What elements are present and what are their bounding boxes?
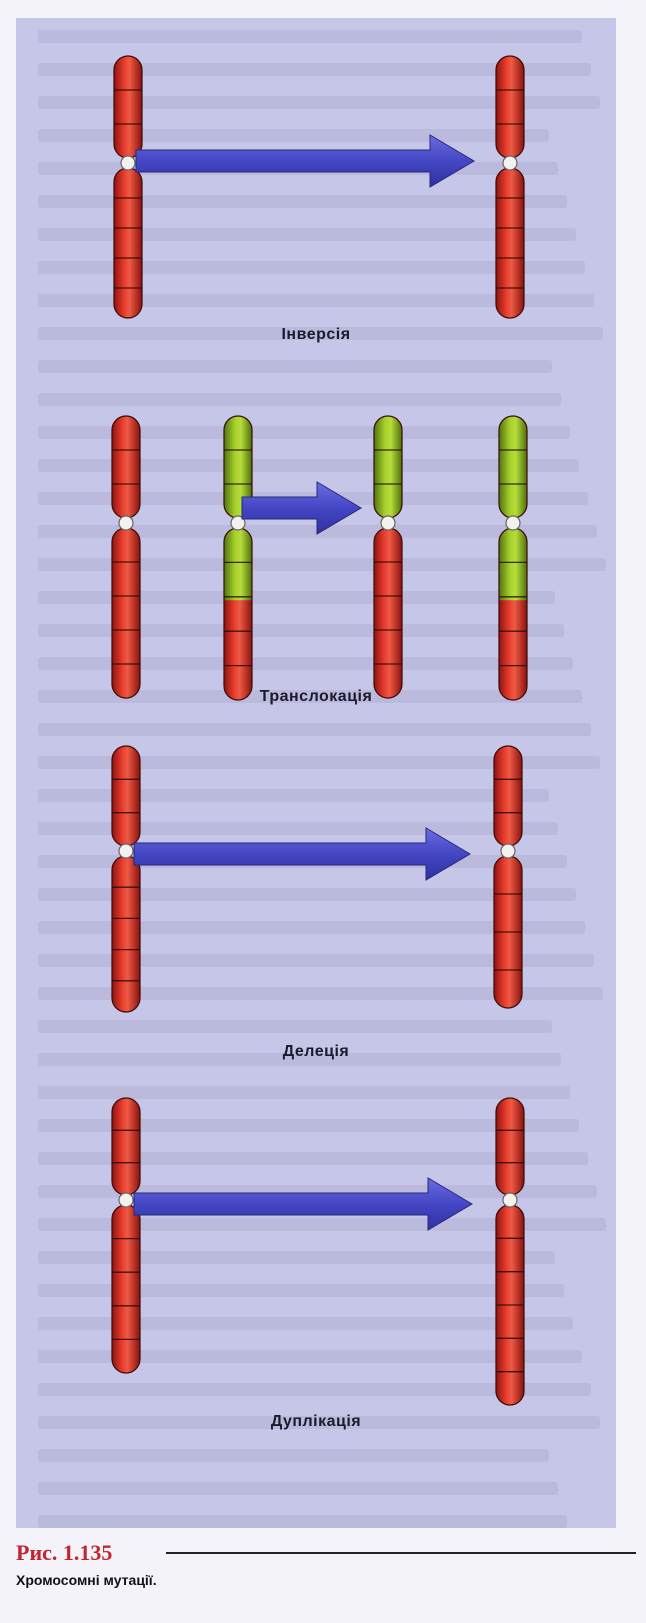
chromosome-inversion-result [495, 55, 525, 319]
centromere-icon [502, 1192, 518, 1208]
centromere-icon [380, 515, 396, 531]
chromosome-translocation-green-result [498, 415, 528, 701]
figure-panel: Інверсія Транслокація Делеція Дуплікація [16, 18, 616, 1528]
arrow-right-icon [241, 481, 362, 535]
chromosome-inversion-original [113, 55, 143, 319]
centromere-icon [505, 515, 521, 531]
label-translocation: Транслокація [259, 688, 373, 705]
chromosome-deletion-original [111, 745, 141, 1013]
caption-rule [166, 1552, 636, 1554]
figure-title: Хромосомні мутації. [16, 1572, 157, 1588]
label-inversion: Інверсія [281, 326, 351, 343]
centromere-icon [118, 1192, 134, 1208]
chromosome-duplication-original [111, 1097, 141, 1374]
chromosome-translocation-red-result [373, 415, 403, 699]
centromere-icon [502, 155, 518, 171]
chromosome-duplication-result [495, 1097, 525, 1406]
arrow-right-icon [135, 134, 475, 188]
chromosome-deletion-result [493, 745, 523, 1009]
chromosome-translocation-red [111, 415, 141, 699]
centromere-icon [120, 155, 136, 171]
arrow-right-icon [133, 827, 471, 881]
figure-number: Рис. 1.135 [16, 1540, 113, 1565]
chromosome-mutations-diagram [111, 55, 528, 1406]
arrow-right-icon [133, 1177, 473, 1231]
centromere-icon [118, 843, 134, 859]
label-deletion: Делеція [282, 1043, 350, 1060]
centromere-icon [500, 843, 516, 859]
label-duplication: Дуплікація [270, 1413, 362, 1430]
centromere-icon [118, 515, 134, 531]
chromosome-translocation-green [223, 415, 253, 701]
